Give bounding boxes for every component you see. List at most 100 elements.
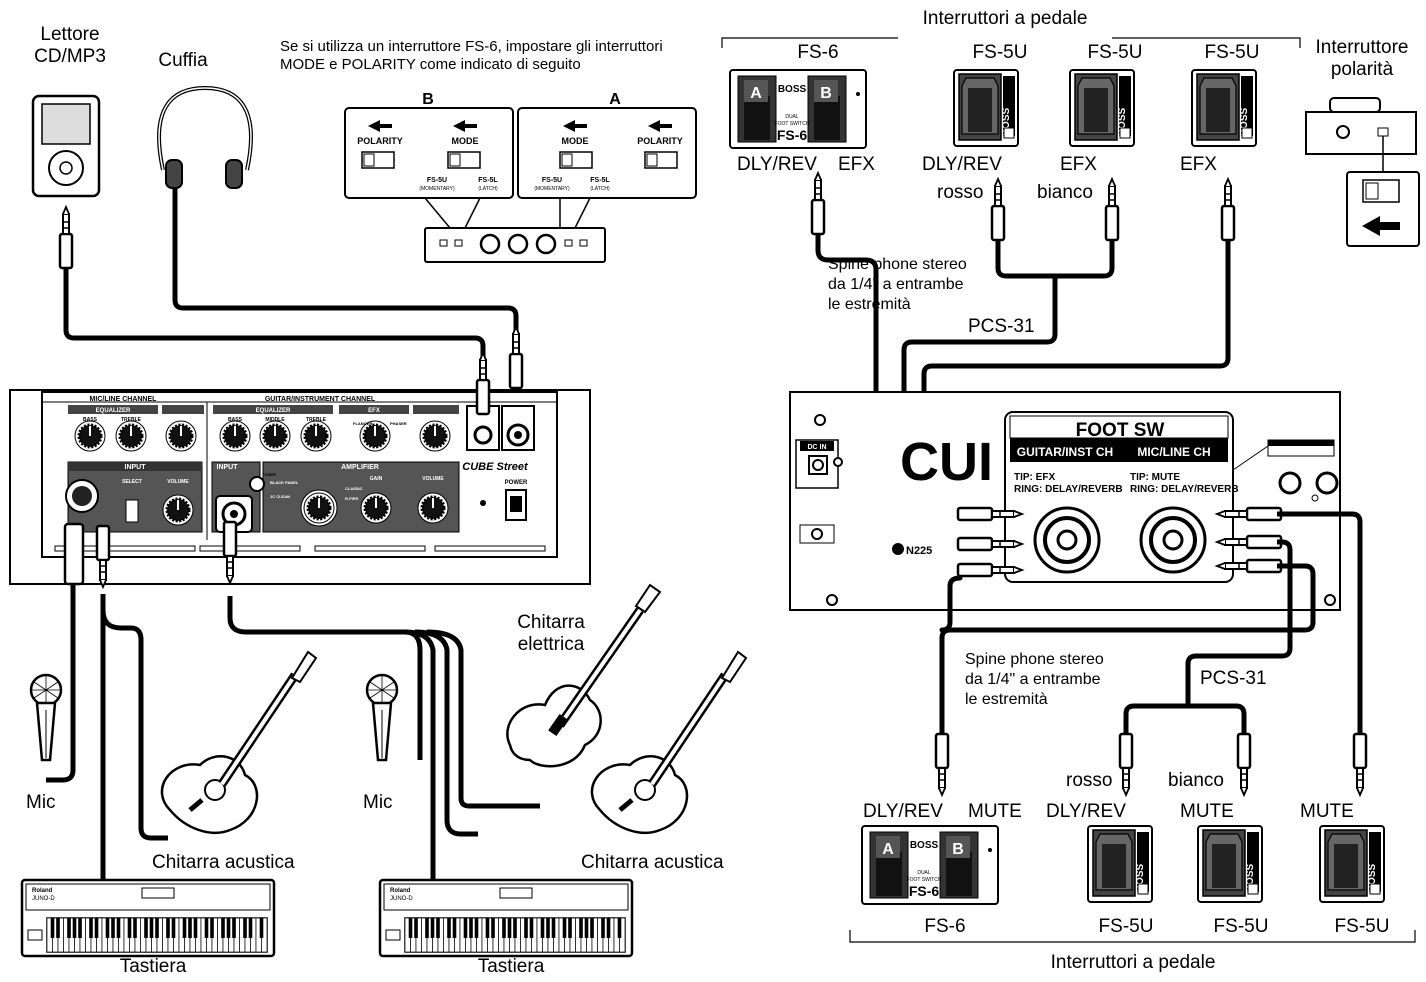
black-key [579,918,583,938]
footswitches-bottom-label: Interruttori a pedale [1050,952,1216,973]
gtr-eq-header: EQUALIZER [256,408,291,414]
black-key [232,918,236,938]
bottom-red-label: rosso [1066,770,1113,791]
side-b-label: B [422,91,434,108]
mic-input-header: INPUT [125,464,147,471]
headphones-label: Cuffia [158,50,208,71]
black-key [584,918,589,938]
acoustic-guitar-2 [592,652,746,833]
black-key [513,918,517,938]
mic-delay-reverb-knob[interactable] [164,419,198,453]
efx-header: EFX [368,408,380,414]
acoustic-guitar-1-label: Chitarra acustica [152,852,295,873]
top-fs6-pedal [729,69,867,149]
black-key [111,918,115,938]
bottom-fs5u-2-label: FS-5U [1213,916,1269,937]
black-key [463,918,468,938]
side-a-label: A [609,91,621,108]
polarity-switch-illustration [1305,97,1420,247]
mic-1 [29,673,63,762]
gtr-volume-label: VOLUME [422,476,444,482]
gain-knob[interactable] [359,491,393,525]
bottom-fs5u-pedal-3 [1319,825,1385,903]
black-key [171,918,176,938]
b-fs5u-mode: FS-5U [427,177,447,184]
black-key [551,918,556,938]
mic-volume-label: VOLUME [167,479,189,485]
tip-efx-label: TIP: EFX [1014,472,1055,483]
black-key [182,918,187,938]
black-key [226,918,231,938]
top-fs6-plug [810,171,826,236]
black-key [105,918,110,938]
black-key [568,918,572,938]
xlr-plug [63,522,85,586]
top-fs5u-white-plug [1104,177,1120,242]
black-key [67,918,71,938]
black-key [248,918,253,938]
bottom-fs6-label: FS-6 [924,916,966,937]
top-fs5u-pedal-3 [1191,69,1257,147]
black-key [116,918,121,938]
top-fs5u-2-label: FS-5U [1087,42,1143,63]
amp-rear-panel: DC IN CUI N225 FOOT SW GUITAR/INST CH MI… [789,391,1341,611]
black-key [617,918,622,938]
keyboard-2-label: Tastiera [477,956,545,977]
mic-bass-knob[interactable] [73,419,107,453]
black-key [149,918,154,938]
black-key [89,918,93,938]
footswitches-top-label: Interruttori a pedale [922,8,1088,29]
gtr-middle-knob[interactable] [258,419,292,453]
electric-guitar-label: Chitarra elettrica [517,612,585,655]
black-key [507,918,512,938]
top-red-label: rosso [937,182,984,203]
gtr-treble-knob[interactable] [299,419,333,453]
gtr-bass-label: BASS [228,417,243,423]
amp-type-knob[interactable] [302,491,336,525]
acoustic-guitar-1 [162,652,316,833]
mic-treble-label: TREBLE [121,417,142,423]
black-key [133,918,137,938]
player-plug [58,205,74,270]
foot-sw-title: FOOT SW [1076,420,1165,441]
gtr-volume-knob[interactable] [416,491,450,525]
bottom-fs5u-dlyrev-label: DLY/REV [1046,801,1126,822]
gtr-bass-knob[interactable] [218,419,252,453]
black-key [469,918,473,938]
black-key [562,918,567,938]
svg-text:CUI: CUI [900,432,993,492]
black-key [491,918,495,938]
black-key [166,918,170,938]
black-key [524,918,528,938]
black-key [540,918,545,938]
bottom-fs5u-red-plug [1118,732,1134,797]
mic-line-ch-label: MIC/LINE CH [1137,445,1210,459]
black-key [127,918,132,938]
ring-delay-reverb-1: RING: DELAY/REVERB [1014,484,1123,495]
black-key [50,918,55,938]
svg-text:(LATCH): (LATCH) [478,186,498,192]
top-fs6-dlyrev-label: DLY/REV [737,154,817,175]
gtr-delay-reverb-knob[interactable] [418,419,452,453]
top-fs5u-pedal-1 [953,69,1019,147]
black-key [590,918,594,938]
black-key [188,918,192,938]
mic-treble-knob[interactable] [114,419,148,453]
black-key [485,918,490,938]
mic-volume-knob[interactable] [161,493,195,527]
black-key [210,918,214,938]
top-fs5u-3-label: FS-5U [1204,42,1260,63]
keyboard-keys [46,917,626,953]
bottom-fs5u-pedal-2 [1197,825,1263,903]
bottom-pcs31-label: PCS-31 [1200,668,1267,689]
black-key [474,918,479,938]
gtr-middle-label: MIDDLE [265,417,285,423]
bottom-fs5u-mute-label: MUTE [1180,801,1234,822]
bottom-fs5u-1-label: FS-5U [1098,916,1154,937]
top-fs5u3-plug [1220,177,1236,242]
jc-clean-label: JC CLEAN [270,494,290,499]
mic-1-label: Mic [26,792,56,813]
bottom-fs5u3-mute-label: MUTE [1300,801,1354,822]
black-key [243,918,247,938]
